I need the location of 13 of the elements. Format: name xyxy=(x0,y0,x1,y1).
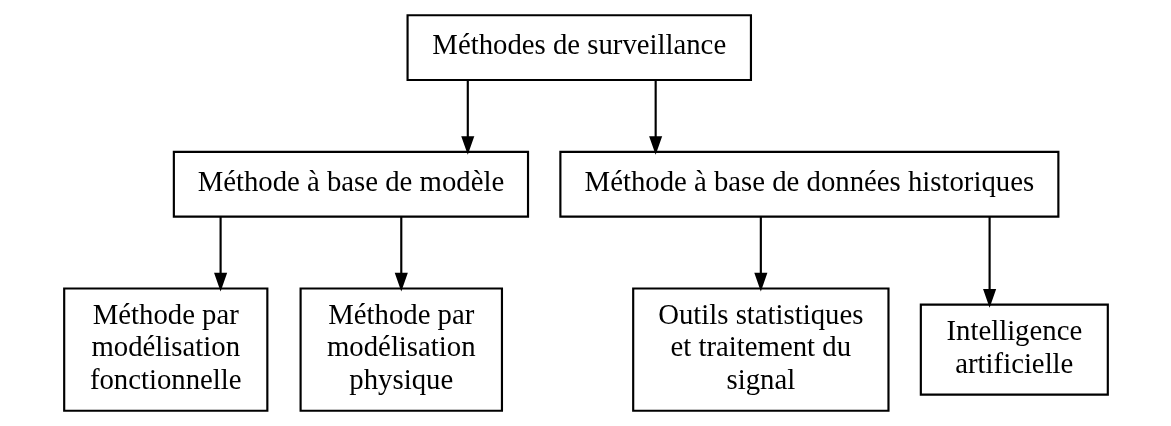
node-box: Méthode par modélisation fonctionnelle xyxy=(62,287,268,412)
node-box: Méthode à base de modèle xyxy=(172,150,529,218)
node-box: Méthode par modélisation physique xyxy=(299,287,503,412)
arrow xyxy=(982,216,996,308)
node-box: Méthode à base de données historiques xyxy=(558,150,1059,218)
arrow xyxy=(213,216,227,292)
node-box: Méthodes de surveillance xyxy=(406,14,752,82)
arrow xyxy=(753,216,767,292)
arrow xyxy=(460,80,474,155)
arrow xyxy=(394,216,408,292)
node-box: Outils statistiques et traitement du signal xyxy=(631,287,890,412)
node-box: Intelligence artificielle xyxy=(919,303,1109,396)
arrow xyxy=(648,80,662,155)
